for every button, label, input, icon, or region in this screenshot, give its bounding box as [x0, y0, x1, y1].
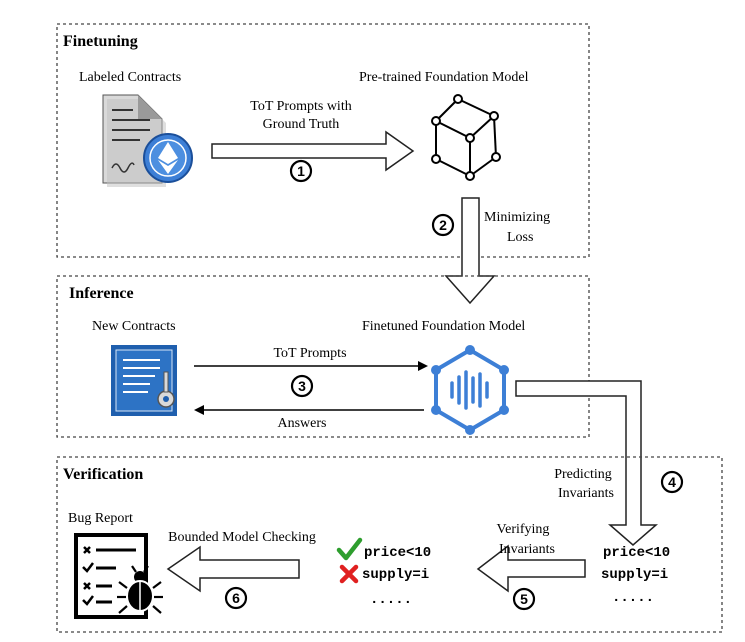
arrow-tot-prompts: [194, 361, 428, 371]
contract-key-icon: [111, 345, 177, 416]
verifying-label-line2: Invariants: [499, 542, 555, 557]
arrow-verifying-invariants: [476, 544, 586, 593]
step-2-badge: 2: [431, 213, 455, 237]
svg-text:3: 3: [298, 378, 306, 394]
arrow-predicting-invariants: [515, 380, 659, 546]
svg-text:1: 1: [297, 163, 305, 179]
check-icon: [336, 537, 363, 561]
checklist-bug-icon: [74, 533, 163, 619]
checked-invariant-2: supply=i: [362, 567, 429, 583]
ai-hexagon-icon: [431, 345, 509, 435]
inference-title: Inference: [69, 285, 134, 302]
invariant-ellipsis: .....: [612, 590, 654, 606]
finetuning-title: Finetuning: [63, 33, 138, 50]
arrow1-label-line2: Ground Truth: [263, 117, 340, 132]
step-6-badge: 6: [224, 586, 248, 610]
arrow2-label-line1: Minimizing: [484, 210, 550, 225]
verifying-label-line1: Verifying: [497, 522, 550, 537]
svg-text:5: 5: [520, 591, 528, 607]
verification-box: [56, 456, 723, 633]
inference-box: [56, 275, 590, 438]
finetuned-model-label: Finetuned Foundation Model: [362, 319, 525, 334]
step-3-badge: 3: [290, 374, 314, 398]
arrow-answers: [194, 405, 424, 415]
invariant-1: price<10: [603, 545, 670, 561]
predicting-label-line1: Predicting: [554, 467, 612, 482]
verification-title: Verification: [63, 466, 143, 483]
tot-prompts-label: ToT Prompts: [273, 346, 346, 361]
document-ethereum-icon: [102, 94, 193, 187]
cube-network-icon: [431, 94, 501, 181]
arrow2-label-line2: Loss: [507, 230, 533, 245]
arrow-prompts-with-ground-truth: [211, 130, 415, 172]
bug-report-label: Bug Report: [68, 511, 133, 526]
step-1-badge: 1: [289, 159, 313, 183]
pretrained-model-label: Pre-trained Foundation Model: [359, 70, 529, 85]
svg-text:6: 6: [232, 590, 240, 606]
svg-text:4: 4: [668, 474, 676, 490]
svg-text:2: 2: [439, 217, 447, 233]
step-4-badge: 4: [660, 470, 684, 494]
finetuning-box: [56, 23, 590, 258]
predicting-label-line2: Invariants: [558, 486, 614, 501]
answers-label: Answers: [278, 416, 327, 431]
invariant-2: supply=i: [601, 567, 668, 583]
step-5-badge: 5: [512, 587, 536, 611]
checked-invariant-1: price<10: [364, 545, 431, 561]
cross-icon: [339, 564, 359, 584]
bmc-label: Bounded Model Checking: [168, 530, 316, 545]
new-contracts-label: New Contracts: [92, 319, 176, 334]
arrow-bounded-model-checking: [166, 545, 300, 593]
arrow1-label-line1: ToT Prompts with: [250, 99, 351, 114]
labeled-contracts-label: Labeled Contracts: [79, 70, 181, 85]
checked-invariant-ellipsis: .....: [370, 592, 412, 608]
